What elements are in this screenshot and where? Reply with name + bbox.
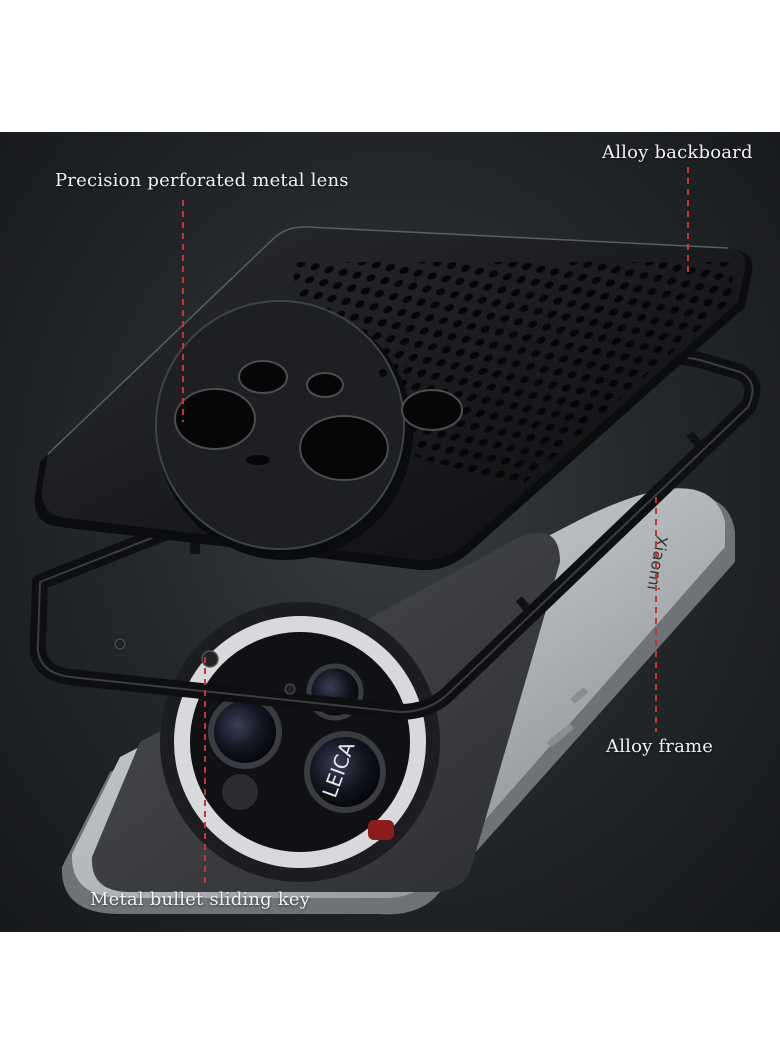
product-photo: LEICA Xiaomi [0,132,780,932]
red-badge [368,820,394,840]
alloy-backboard [34,226,753,571]
frame-label: Alloy frame [606,736,714,757]
phone-body: LEICA Xiaomi [61,488,735,915]
exploded-case-illustration: LEICA Xiaomi [29,167,761,915]
backboard-label: Alloy backboard [602,142,753,163]
lens-label: Precision perforated metal lens [55,170,349,191]
sliding-key-label: Metal bullet sliding key [90,889,311,910]
